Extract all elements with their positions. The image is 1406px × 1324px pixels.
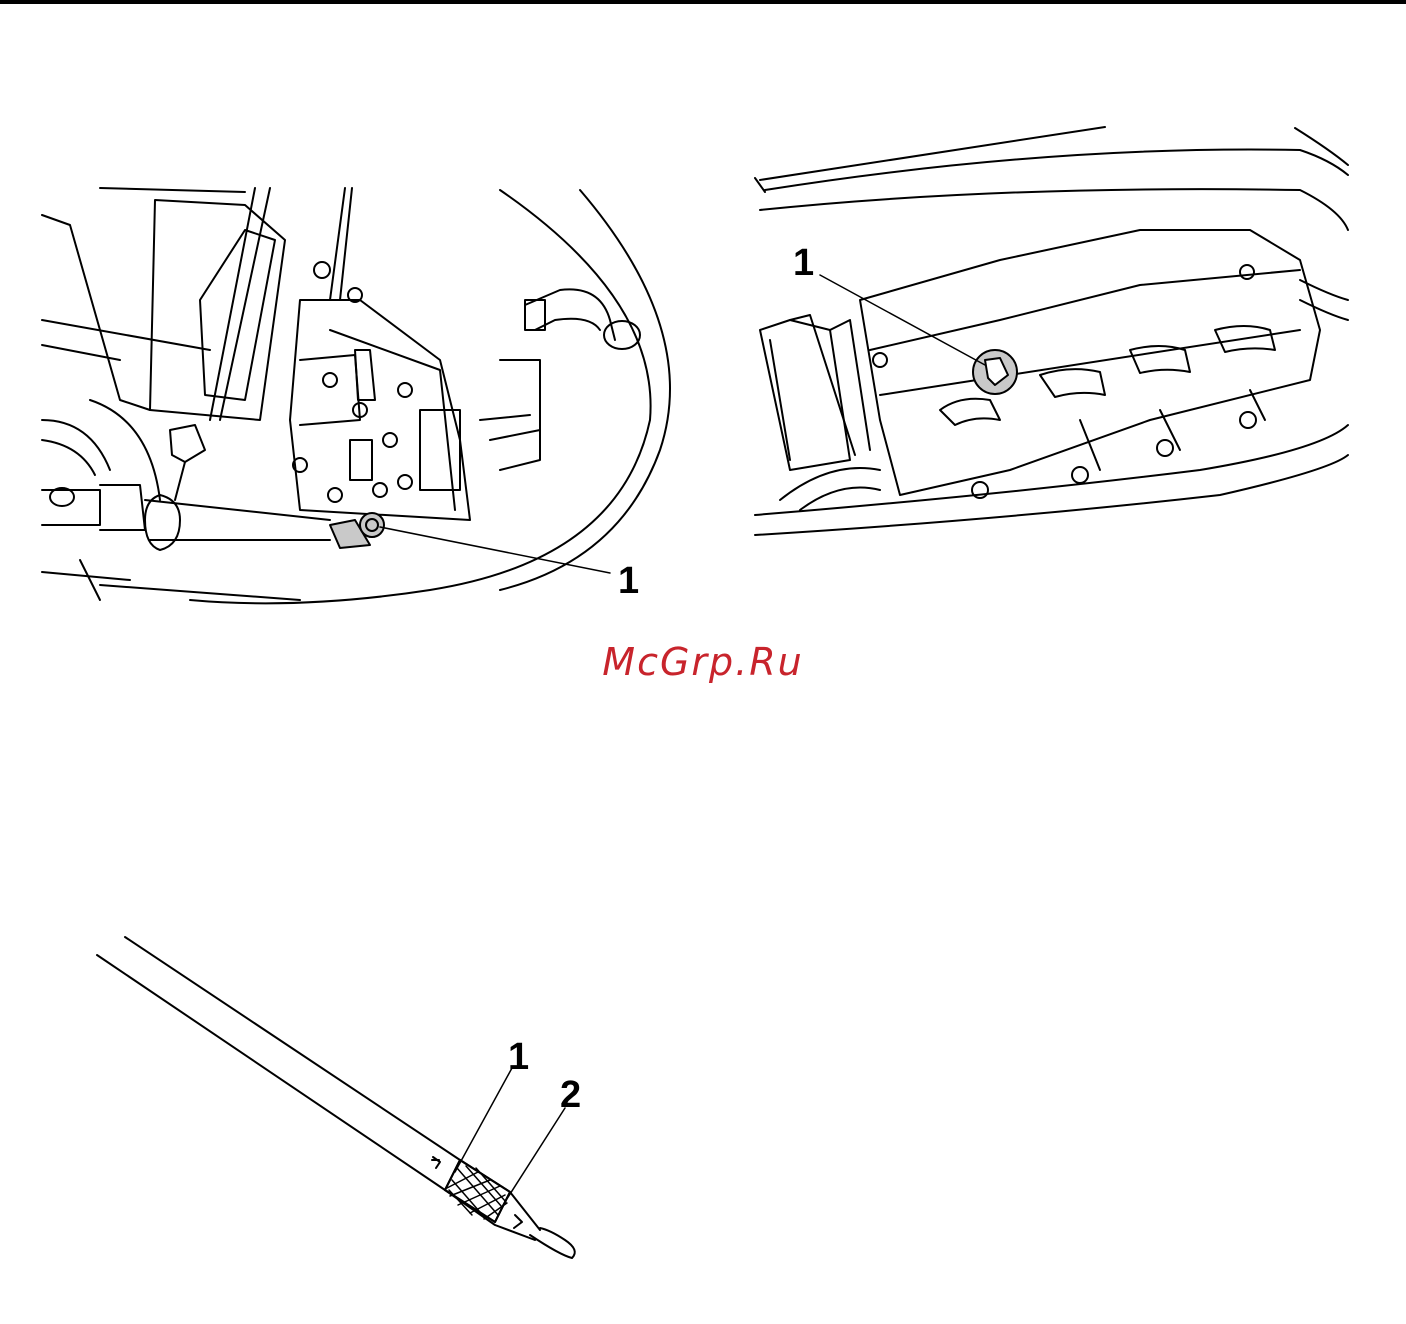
- figure-dipstick: [0, 0, 700, 1324]
- callout-1-oil-filler-cap: 1: [793, 244, 814, 282]
- callout-2-dipstick-full: 2: [560, 1076, 581, 1114]
- callout-1-dipstick-low: 1: [508, 1038, 529, 1076]
